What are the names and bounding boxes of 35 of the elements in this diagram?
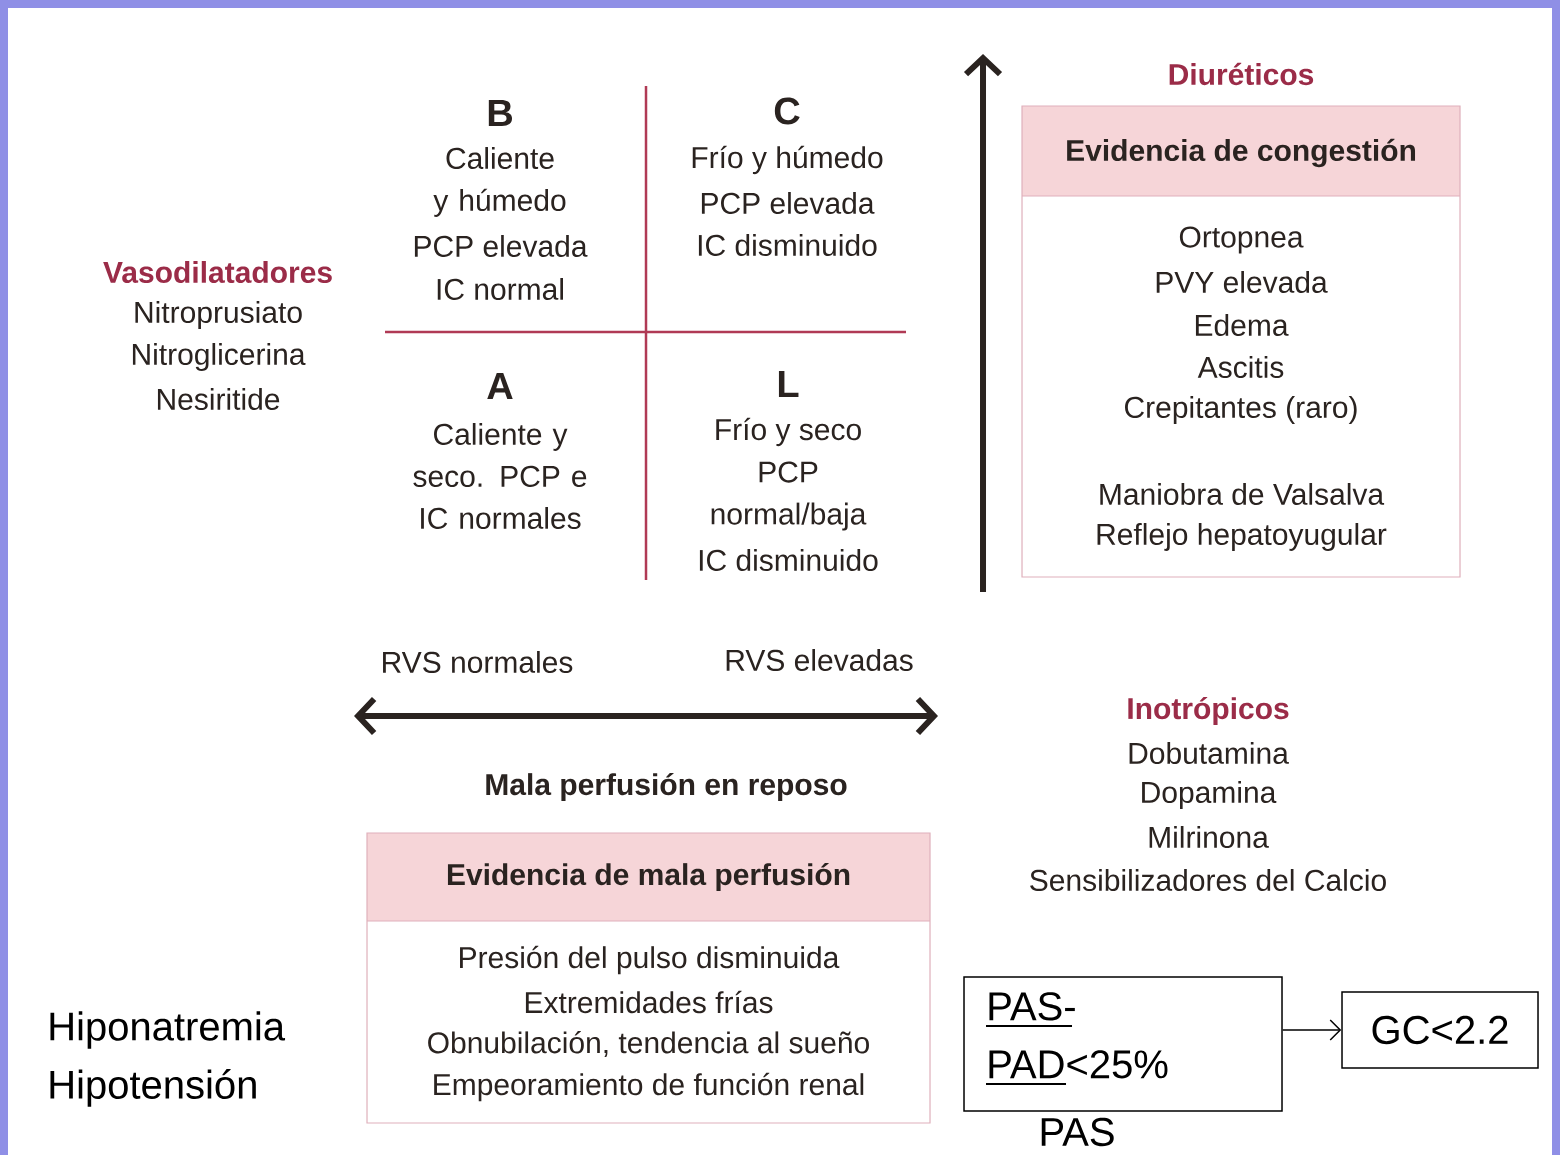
text-label: Hipotensión [50,1069,256,1107]
formula-box: PAS- PAD<25% [963,976,1283,1112]
text-label: Sensibilizadores del Calcio [1030,869,1386,891]
text-label: Nitroprusiato [135,301,302,329]
text-label: IC disminuido [699,549,878,571]
text-label: PCP elevada [701,192,875,214]
text-label: Dobutamina [1129,742,1289,764]
list-box: Evidencia de mala perfusión Presión del pulso disminuida Extremidades frías Obnubilación, tendencia al sueño Empeoramiento de función renal [366,832,931,1124]
text-label: RVS elevadas [726,649,913,671]
text-label: PCP normal/baja [711,461,867,531]
drug-class-heading: Vasodilatadores [103,261,332,283]
text-label: Dopamina [1142,781,1277,809]
drug-class-heading: Diuréticos [1169,62,1314,86]
bold-label: Mala perfusión en reposo [486,772,847,802]
drug-class-heading: Inotrópicos [1128,696,1289,726]
quadrant-letter: B [488,99,512,127]
quadrant-letter: L [778,370,799,398]
text-label: Caliente y húmedo [433,147,566,217]
list-box: Evidencia de congestión Ortopnea PVY elevada Edema Ascitis Crepitantes (raro) Maniobra de Valsalva Reflejo hepatoyugular [1021,105,1461,578]
text-label: Caliente y seco. PCP e IC normales [413,423,587,529]
text-label: Frío y húmedo [692,145,883,175]
text-label: IC disminuido [698,234,877,256]
text-label: IC normal [437,278,563,300]
arrow [1282,1019,1342,1041]
text-label: Frío y seco [716,417,861,447]
text-label: RVS normales [383,651,573,673]
text-label: Nesiritide [157,388,280,410]
value-box: GC<2.2 [1341,991,1539,1069]
quadrant-letter: C [774,97,800,125]
text-label: PAS [1041,1117,1114,1147]
text-label: Nitroglicerina [132,343,306,371]
quadrant-letter: A [487,372,513,400]
text-label: Hiponatremia [50,1011,286,1049]
text-label: Milrinona [1149,826,1269,848]
text-label: PCP elevada [414,235,588,257]
